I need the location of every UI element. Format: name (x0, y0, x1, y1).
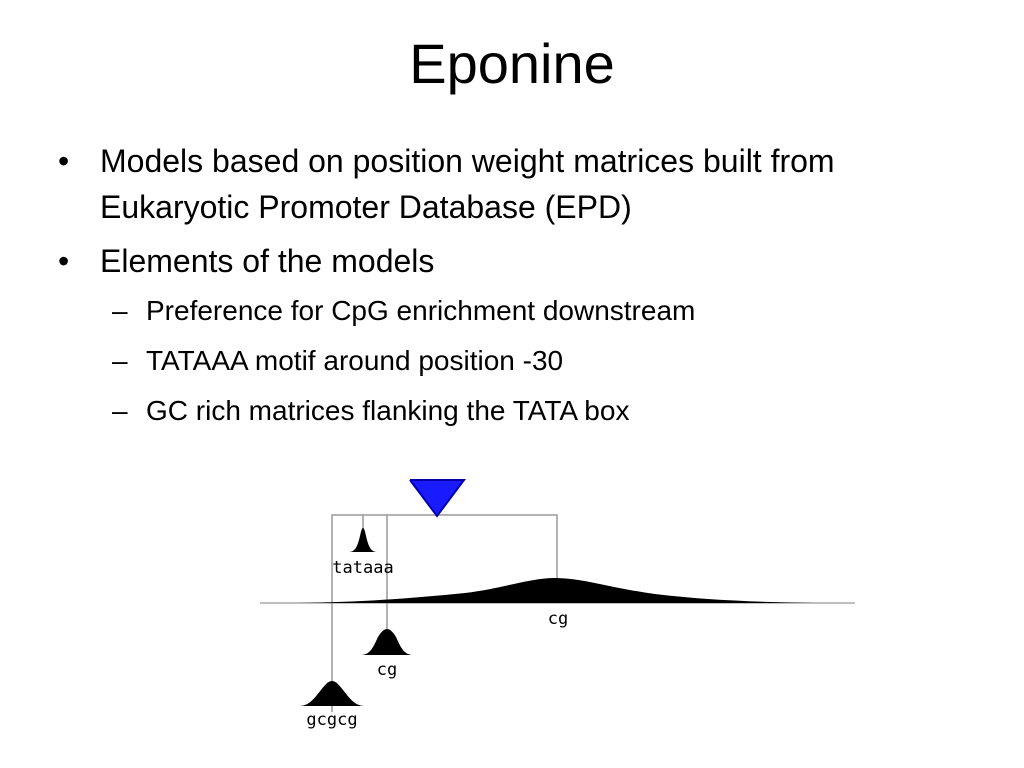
tss-marker-icon (410, 480, 464, 516)
sub-bullet-text: GC rich matrices flanking the TATA box (146, 395, 630, 426)
bullet-item: • Elements of the models – Preference fo… (58, 238, 978, 436)
bullet-item: • Models based on position weight matric… (58, 138, 978, 230)
bullet-list: • Models based on position weight matric… (58, 138, 978, 444)
cg-downstream-label: cg (548, 609, 568, 629)
sub-bullet-text: Preference for CpG enrichment downstream (146, 295, 696, 326)
tataaa-peak (349, 528, 377, 552)
bullet-text: Models based on position weight matrices… (100, 143, 835, 225)
promoter-model-diagram: tataaa cg cg gcgcg (260, 479, 855, 730)
bullet-marker: • (58, 143, 70, 179)
model-bracket (331, 514, 558, 712)
bullet-marker: • (58, 243, 70, 279)
tss-marker-outline (409, 479, 466, 518)
slide-title: Eponine (409, 32, 615, 95)
sub-bullet-item: – TATAAA motif around position -30 (100, 336, 978, 386)
tataaa-label: tataaa (332, 558, 393, 578)
bullet-text: Elements of the models (100, 243, 435, 279)
gcgcg-label: gcgcg (306, 710, 357, 730)
sub-bullet-item: – Preference for CpG enrichment downstre… (100, 286, 978, 336)
sub-bullet-item: – GC rich matrices flanking the TATA box (100, 386, 978, 436)
sub-bullet-list: – Preference for CpG enrichment downstre… (100, 286, 978, 436)
sub-bullet-text: TATAAA motif around position -30 (146, 345, 564, 376)
gcgcg-peak (299, 681, 365, 706)
cg-flank-peak (361, 629, 413, 655)
sub-bullet-marker: – (112, 395, 128, 426)
cg-downstream-peak (295, 578, 815, 603)
sub-bullet-marker: – (112, 295, 128, 326)
sub-bullet-marker: – (112, 345, 128, 376)
cg-flank-label: cg (377, 660, 397, 680)
